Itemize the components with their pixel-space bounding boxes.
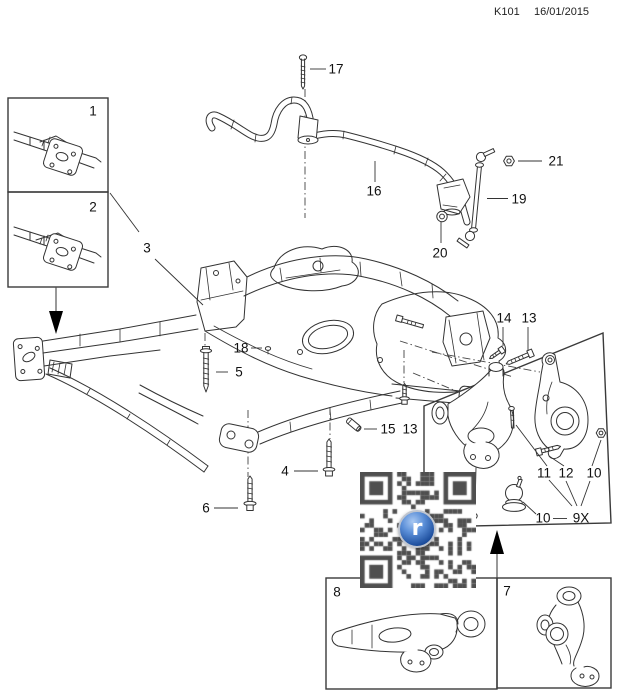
callout-part-1[interactable]: 1 xyxy=(89,103,97,119)
callout-part-18[interactable]: 18 xyxy=(233,340,249,356)
callout-part-12[interactable]: 12 xyxy=(558,465,574,481)
stabilizer-link-art xyxy=(456,148,496,249)
nut-21 xyxy=(503,155,515,167)
callout-part-5[interactable]: 5 xyxy=(235,364,243,380)
bolt-17 xyxy=(298,54,308,90)
control-arm-art xyxy=(431,362,514,508)
callout-part-15[interactable]: 15 xyxy=(380,421,396,437)
bolt-6 xyxy=(243,475,257,511)
page-date: 16/01/2015 xyxy=(534,6,590,18)
bolt-13-upper xyxy=(505,348,535,365)
callout-part-13-upper[interactable]: 13 xyxy=(521,310,537,326)
leader-lines xyxy=(109,68,602,519)
ball-joint-art xyxy=(502,475,526,512)
thumb-box-1 xyxy=(7,97,109,193)
callout-part-6[interactable]: 6 xyxy=(202,500,210,516)
bolt-14 xyxy=(489,345,506,360)
callout-part-10-bottom[interactable]: 10 xyxy=(535,510,551,526)
pin-15 xyxy=(346,417,362,432)
callout-part-20[interactable]: 20 xyxy=(432,245,448,261)
callout-part-7[interactable]: 7 xyxy=(503,583,511,599)
bolt-11 xyxy=(508,406,515,429)
brand-logo-letter: r xyxy=(411,515,423,541)
callout-quantity-9x[interactable]: 9X xyxy=(572,510,590,526)
callout-part-19[interactable]: 19 xyxy=(511,191,527,207)
callout-part-14[interactable]: 14 xyxy=(496,310,512,326)
thumb-box-7 xyxy=(496,577,612,689)
callout-part-11[interactable]: 11 xyxy=(536,465,552,481)
bolt-12 xyxy=(534,444,562,457)
bolt-5 xyxy=(199,346,213,393)
callout-part-10-right[interactable]: 10 xyxy=(586,465,602,481)
front-crossmember-art xyxy=(12,314,403,473)
arrow-down-icon xyxy=(49,287,63,334)
callout-part-8[interactable]: 8 xyxy=(333,584,341,600)
callout-part-21[interactable]: 21 xyxy=(548,153,564,169)
nut-10-right xyxy=(595,428,607,438)
callout-part-4[interactable]: 4 xyxy=(281,463,289,479)
callout-part-17[interactable]: 17 xyxy=(328,61,344,77)
knuckle-art xyxy=(534,352,589,460)
page-code: K101 xyxy=(494,6,520,18)
callout-part-16[interactable]: 16 xyxy=(366,183,382,199)
arrow-up-icon xyxy=(490,530,504,578)
bolt-4 xyxy=(322,438,336,477)
washer-20 xyxy=(436,210,448,223)
thumb-box-8 xyxy=(325,577,498,690)
bolt-18 xyxy=(264,346,272,355)
callout-part-3[interactable]: 3 xyxy=(143,240,151,256)
callout-part-2[interactable]: 2 xyxy=(89,199,97,215)
subframe-art xyxy=(196,245,507,409)
brand-logo-icon: r xyxy=(398,510,436,548)
thumb-box-2 xyxy=(7,191,109,288)
callout-part-13-lower[interactable]: 13 xyxy=(402,421,418,437)
bolt-13-lower xyxy=(399,383,410,405)
stabilizer-bar-art xyxy=(205,96,471,226)
